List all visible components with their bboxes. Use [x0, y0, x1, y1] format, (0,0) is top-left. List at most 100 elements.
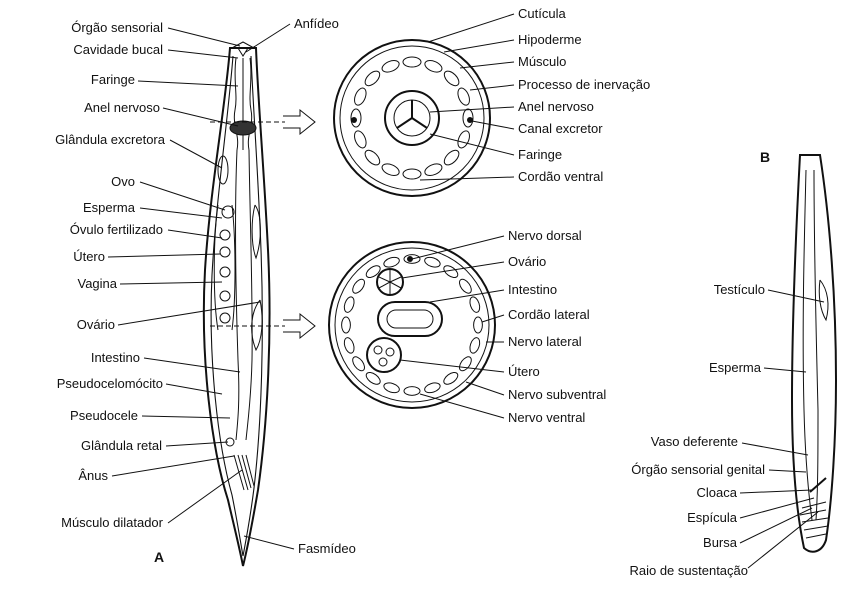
leader-line — [111, 455, 235, 477]
arrow-head-section1 — [283, 108, 316, 136]
muscle-cell — [443, 70, 460, 87]
male-labels: Testículo Esperma Vaso deferente Órgão s… — [629, 282, 765, 578]
pharynx-cross-section — [333, 39, 491, 197]
female-cuticle-inner — [210, 55, 263, 557]
leader-line — [139, 207, 223, 219]
label-ovario-section: Ovário — [508, 254, 546, 269]
label-anel-nervoso-section: Anel nervoso — [518, 99, 594, 114]
excretory-gland-shape — [217, 155, 229, 185]
leader-line — [117, 301, 261, 326]
panel-letter-a: A — [154, 549, 164, 565]
label-pseudocelomocito: Pseudocelomócito — [57, 376, 163, 391]
leader-line — [739, 489, 813, 494]
egg — [221, 205, 235, 219]
section2-uterus-egg — [373, 345, 383, 355]
label-glandula-retal: Glândula retal — [81, 438, 162, 453]
section2-uterus-egg — [378, 357, 388, 367]
leader-line — [429, 106, 515, 113]
testis-shape — [818, 279, 829, 322]
panel-letter-b: B — [760, 149, 770, 165]
section2-muscle-cells — [341, 254, 483, 396]
muscle-cell — [443, 265, 459, 278]
leader-line — [162, 107, 239, 127]
label-intestino: Intestino — [91, 350, 140, 365]
muscle-cell — [364, 70, 381, 87]
muscle-cell — [443, 372, 459, 385]
label-esperma: Esperma — [83, 200, 136, 215]
leader-line — [469, 84, 515, 91]
leader-line — [143, 357, 241, 373]
label-glandula-excretora: Glândula excretora — [55, 132, 166, 147]
label-cavidade-bucal: Cavidade bucal — [73, 42, 163, 57]
section2-intestine — [377, 301, 443, 337]
mouth-region — [231, 41, 255, 57]
leader-line — [167, 49, 239, 59]
section1-excretory-canal — [467, 117, 473, 123]
label-especula: Espícula — [687, 510, 738, 525]
label-cordao-ventral: Cordão ventral — [518, 169, 603, 184]
intestine-shape — [234, 149, 253, 441]
nerve-ring-shape — [229, 120, 257, 136]
muscle-cell — [424, 163, 443, 176]
section2-inner — [334, 247, 490, 403]
section2-uterus-egg — [385, 347, 395, 357]
leader-line — [399, 359, 505, 373]
muscle-cell — [354, 87, 367, 106]
label-musculo: Músculo — [518, 54, 566, 69]
egg — [219, 290, 231, 302]
muscle-cell — [402, 168, 422, 180]
label-nervo-dorsal: Nervo dorsal — [508, 228, 582, 243]
muscle-cell — [424, 60, 443, 73]
section1-outer — [333, 39, 491, 197]
mid-body-cross-section — [328, 241, 496, 409]
muscle-cell — [365, 265, 381, 278]
label-anus: Ânus — [78, 468, 108, 483]
leader-lines — [107, 13, 825, 569]
leader-line — [419, 176, 515, 181]
label-ovo: Ovo — [111, 174, 135, 189]
section2-ovary — [376, 268, 404, 296]
male-body-outline — [790, 154, 838, 553]
section2-dorsal-nerve — [407, 256, 413, 262]
muscle-cell — [365, 372, 381, 385]
female-body-outline — [202, 47, 271, 567]
pharynx-shape — [233, 57, 253, 151]
leader-line — [139, 181, 226, 211]
label-fasmideo: Fasmídeo — [298, 541, 356, 556]
label-nervo-lateral: Nervo lateral — [508, 334, 582, 349]
leader-line — [401, 261, 505, 279]
leader-line — [768, 469, 807, 473]
label-cuticula: Cutícula — [518, 6, 566, 21]
label-intestino-section: Intestino — [508, 282, 557, 297]
leader-line — [165, 383, 223, 395]
leader-line — [429, 289, 505, 303]
label-nervo-ventral: Nervo ventral — [508, 410, 585, 425]
muscle-cell — [459, 278, 472, 294]
leader-line — [141, 415, 231, 419]
leader-line — [739, 507, 813, 544]
section2-intestine-lumen — [386, 309, 434, 329]
muscle-cell — [424, 382, 441, 394]
muscle-cell — [381, 60, 400, 73]
label-cordao-lateral: Cordão lateral — [508, 307, 590, 322]
section2-labels: Nervo dorsal Ovário Intestino Cordão lat… — [508, 228, 606, 425]
muscle-cell — [354, 130, 367, 149]
label-anfideo: Anfídeo — [294, 16, 339, 31]
label-ovulo-fertilizado: Óvulo fertilizado — [70, 222, 163, 237]
label-canal-excretor: Canal excretor — [518, 121, 603, 136]
egg — [219, 246, 231, 258]
leader-line — [167, 229, 223, 239]
label-raio-sustentacao: Raio de sustentação — [629, 563, 748, 578]
muscle-cell — [350, 108, 362, 128]
leader-line — [243, 535, 295, 550]
egg — [219, 229, 231, 241]
muscle-cell — [402, 56, 422, 68]
section1-labels: Cutícula Hipoderme Músculo Processo de i… — [518, 6, 650, 184]
section1-canal-left — [351, 117, 357, 123]
muscle-cell — [459, 356, 472, 372]
label-pseudocele: Pseudocele — [70, 408, 138, 423]
section1-muscle-cells — [350, 56, 474, 180]
muscle-cell — [457, 130, 470, 149]
muscle-cell — [352, 278, 365, 294]
leader-line — [465, 381, 505, 396]
